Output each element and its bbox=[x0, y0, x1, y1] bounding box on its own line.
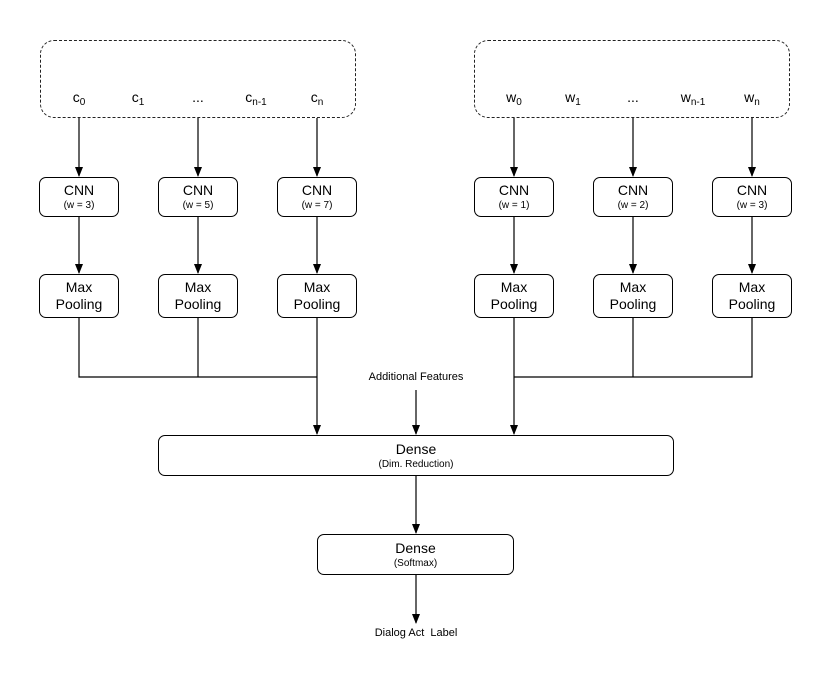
dense-softmax-sublabel: (Softmax) bbox=[393, 557, 438, 569]
cnn-label: CNN bbox=[736, 182, 768, 198]
word-token-ellipsis: ... bbox=[627, 89, 639, 105]
char-cnn-box-1: CNN (w = 3) bbox=[39, 177, 119, 217]
additional-features-label: Additional Features bbox=[368, 371, 464, 383]
pooling-label-line1: Max bbox=[500, 279, 528, 295]
word-cnn-box-1: CNN (w = 1) bbox=[474, 177, 554, 217]
pooling-label-line1: Max bbox=[738, 279, 766, 295]
cnn-label: CNN bbox=[498, 182, 530, 198]
word-max-pooling-1: Max Pooling bbox=[474, 274, 554, 318]
char-token-1: c1 bbox=[131, 89, 145, 108]
word-token-1: w1 bbox=[565, 89, 581, 108]
char-max-pooling-3: Max Pooling bbox=[277, 274, 357, 318]
pooling-label-line1: Max bbox=[619, 279, 647, 295]
cnn-window-size: (w = 1) bbox=[498, 200, 530, 211]
char-cnn-box-3: CNN (w = 7) bbox=[277, 177, 357, 217]
char-token-n-1: cn-1 bbox=[245, 89, 267, 108]
char-token-0: c0 bbox=[72, 89, 86, 108]
pooling-label-line2: Pooling bbox=[728, 296, 776, 312]
word-max-pooling-3: Max Pooling bbox=[712, 274, 792, 318]
pooling-label-line2: Pooling bbox=[174, 296, 222, 312]
word-token-0: w0 bbox=[506, 89, 522, 108]
char-max-pooling-2: Max Pooling bbox=[158, 274, 238, 318]
dense-reduction-box: Dense (Dim. Reduction) bbox=[158, 435, 674, 476]
pooling-label-line2: Pooling bbox=[293, 296, 341, 312]
word-cnn-box-3: CNN (w = 3) bbox=[712, 177, 792, 217]
dense-reduction-sublabel: (Dim. Reduction) bbox=[378, 458, 454, 470]
pooling-label-line2: Pooling bbox=[490, 296, 538, 312]
char-token-ellipsis: ... bbox=[192, 89, 204, 105]
cnn-window-size: (w = 3) bbox=[63, 200, 95, 211]
merge-char-branch bbox=[78, 318, 317, 378]
char-max-pooling-1: Max Pooling bbox=[39, 274, 119, 318]
char-sequence-box bbox=[40, 40, 356, 118]
merge-word-branch bbox=[514, 318, 753, 378]
dense-label: Dense bbox=[395, 440, 437, 457]
cnn-window-size: (w = 7) bbox=[301, 200, 333, 211]
word-token-n-1: wn-1 bbox=[680, 89, 706, 108]
dense-label: Dense bbox=[395, 539, 436, 556]
dialog-act-label-output: Dialog Act Label bbox=[374, 627, 458, 639]
cnn-window-size: (w = 2) bbox=[617, 200, 649, 211]
char-cnn-box-2: CNN (w = 5) bbox=[158, 177, 238, 217]
word-token-n: wn bbox=[744, 89, 760, 108]
cnn-label: CNN bbox=[63, 182, 95, 198]
cnn-label: CNN bbox=[301, 182, 333, 198]
pooling-label-line2: Pooling bbox=[609, 296, 657, 312]
pooling-label-line1: Max bbox=[184, 279, 212, 295]
pooling-label-line1: Max bbox=[303, 279, 331, 295]
cnn-label: CNN bbox=[617, 182, 649, 198]
cnn-label: CNN bbox=[182, 182, 214, 198]
word-sequence-box bbox=[474, 40, 790, 118]
word-cnn-box-2: CNN (w = 2) bbox=[593, 177, 673, 217]
dense-softmax-box: Dense (Softmax) bbox=[317, 534, 514, 575]
cnn-window-size: (w = 3) bbox=[736, 200, 768, 211]
pooling-label-line1: Max bbox=[65, 279, 93, 295]
pooling-label-line2: Pooling bbox=[55, 296, 103, 312]
char-token-n: cn bbox=[310, 89, 324, 108]
cnn-window-size: (w = 5) bbox=[182, 200, 214, 211]
word-max-pooling-2: Max Pooling bbox=[593, 274, 673, 318]
